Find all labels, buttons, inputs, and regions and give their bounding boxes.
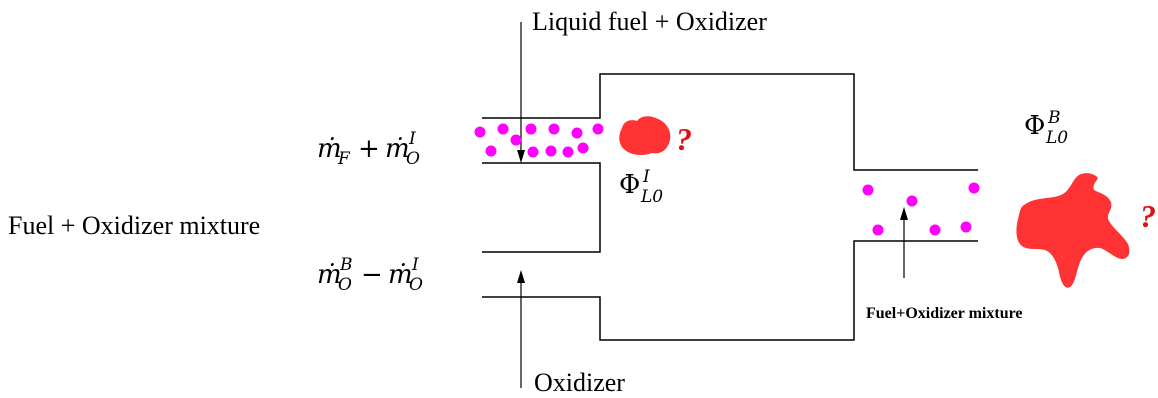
top-inlet-label: Liquid fuel + Oxidizer — [532, 7, 767, 36]
inlet-flame-blob — [619, 116, 671, 155]
outlet-mixture-label: Fuel+Oxidizer mixture — [866, 305, 1023, 322]
left-mixture-label: Fuel + Oxidizer mixture — [8, 211, 260, 240]
combustor-outline — [482, 73, 978, 341]
droplet — [545, 145, 557, 157]
svg-text:B: B — [339, 255, 353, 275]
svg-text:B: B — [1047, 108, 1061, 128]
bottom-inlet-arrow-head — [517, 270, 525, 283]
upper-wall — [482, 73, 978, 171]
droplet — [968, 182, 980, 194]
outlet-arrow-head — [900, 207, 908, 220]
svg-text:I: I — [411, 255, 419, 275]
droplet — [548, 123, 560, 135]
droplet — [485, 145, 497, 157]
svg-text:ṁ: ṁ — [317, 134, 342, 164]
droplet — [497, 123, 509, 135]
svg-text:ṁ: ṁ — [388, 260, 413, 290]
droplet — [571, 127, 583, 139]
svg-text:I: I — [642, 167, 650, 187]
droplet — [960, 221, 972, 233]
svg-text:O: O — [409, 275, 423, 295]
svg-text:F: F — [337, 149, 351, 169]
upper-inlet-inner-wall — [482, 162, 601, 253]
svg-text:−: − — [361, 260, 383, 290]
svg-text:L0: L0 — [1045, 128, 1068, 148]
outlet-droplets — [862, 182, 980, 236]
droplet — [510, 134, 522, 146]
droplet — [929, 224, 941, 236]
svg-text:Φ: Φ — [1024, 111, 1045, 141]
svg-text:L0: L0 — [640, 187, 663, 207]
svg-text:O: O — [338, 275, 352, 295]
outlet-flame-blob — [1016, 173, 1130, 288]
droplet — [525, 123, 537, 135]
droplet — [862, 184, 874, 196]
droplet — [592, 123, 604, 135]
phi-inlet-label: Φ L0 I — [619, 167, 663, 207]
svg-text:Φ: Φ — [619, 170, 640, 200]
svg-text:ṁ: ṁ — [385, 134, 410, 164]
lower-wall — [482, 240, 978, 341]
arrows — [517, 22, 908, 388]
phi-burner-label: Φ L0 B — [1024, 108, 1068, 148]
mass-flow-fuel-oxidizer-label: ṁ F + ṁ O I — [317, 129, 420, 169]
droplet — [906, 195, 918, 207]
mass-flow-oxidizer-difference-label: ṁ O B − ṁ O I — [317, 255, 423, 295]
droplet — [562, 146, 574, 158]
droplet — [527, 146, 539, 158]
droplet — [577, 142, 589, 154]
inlet-droplets — [474, 123, 604, 158]
svg-text:O: O — [406, 149, 420, 169]
droplet — [474, 126, 486, 138]
inlet-question-mark: ? — [676, 121, 692, 157]
top-inlet-arrow-head — [517, 150, 525, 163]
outlet-question-mark: ? — [1140, 198, 1156, 234]
svg-text:+: + — [358, 134, 380, 164]
svg-text:I: I — [408, 129, 416, 149]
bottom-inlet-label: Oxidizer — [534, 368, 625, 397]
droplet — [872, 224, 884, 236]
svg-text:ṁ: ṁ — [317, 260, 342, 290]
